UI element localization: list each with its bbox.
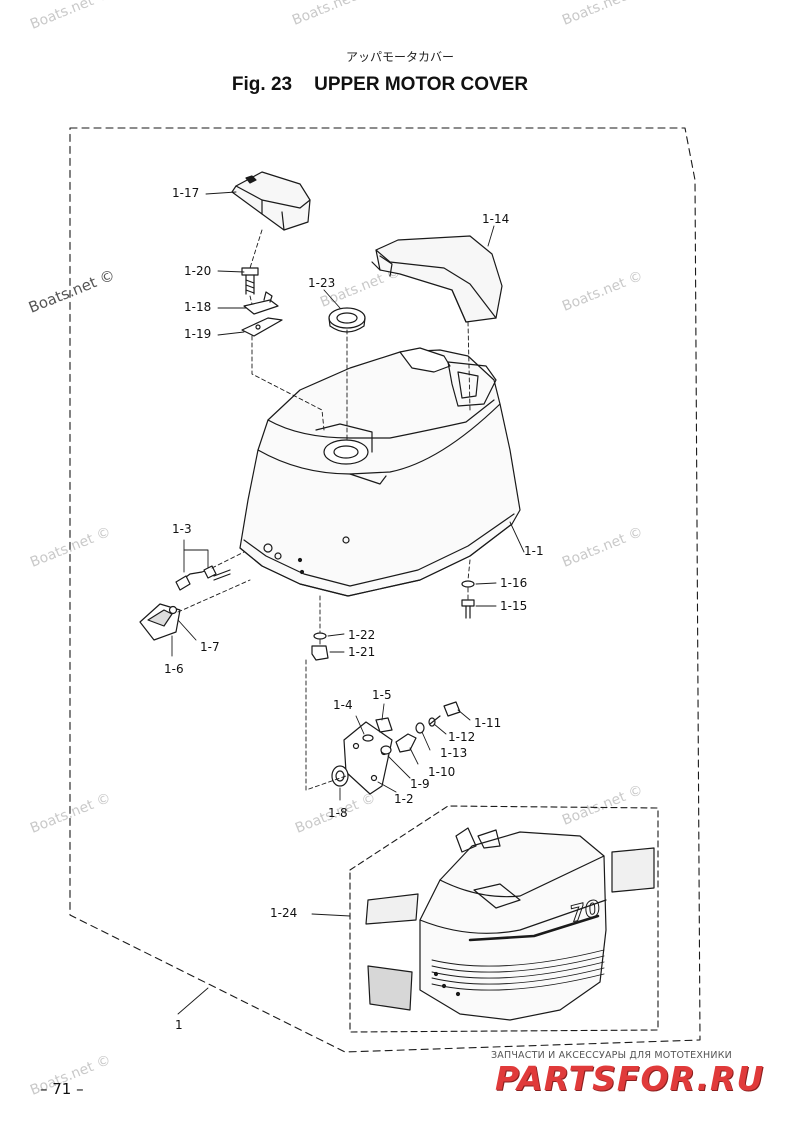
collar-1-9 bbox=[380, 745, 392, 755]
assembly-guide-lines bbox=[177, 229, 471, 791]
callout-1-4: 1-4 bbox=[333, 698, 353, 712]
callout-1-16: 1-16 bbox=[500, 576, 528, 590]
callout-1-11: 1-11 bbox=[474, 716, 502, 730]
washer-1-4 bbox=[362, 734, 374, 742]
latch-1-18 bbox=[243, 291, 279, 315]
handle-1-6 bbox=[139, 603, 181, 641]
callout-1-1: 1-1 bbox=[524, 544, 544, 558]
figure-name: UPPER MOTOR COVER bbox=[314, 74, 529, 95]
callout-1-9: 1-9 bbox=[410, 777, 430, 791]
assembly-boundary bbox=[69, 127, 701, 1053]
washer-1-13 bbox=[415, 722, 425, 734]
washer-1-7 bbox=[168, 605, 178, 615]
callout-1-6: 1-6 bbox=[164, 662, 184, 676]
callout-1-17: 1-17 bbox=[172, 186, 200, 200]
callout-1: 1 bbox=[175, 1018, 183, 1032]
callout-1-3: 1-3 bbox=[172, 522, 192, 536]
plate-1-19 bbox=[241, 317, 283, 337]
grommet-1-23 bbox=[328, 307, 366, 333]
large-cover-cap-1-14 bbox=[371, 235, 503, 323]
callout-1-10: 1-10 bbox=[428, 765, 456, 779]
callout-1-22: 1-22 bbox=[348, 628, 376, 642]
figure-title: Fig. 23 UPPER MOTOR COVER bbox=[0, 74, 760, 96]
callout-1-5: 1-5 bbox=[372, 688, 392, 702]
callout-1-14: 1-14 bbox=[482, 212, 510, 226]
callout-1-21: 1-21 bbox=[348, 645, 376, 659]
callout-1-24: 1-24 bbox=[270, 906, 298, 920]
shop-caption: ЗАПЧАСТИ И АКСЕССУАРЫ ДЛЯ МОТОТЕХНИКИ bbox=[491, 1050, 732, 1061]
small-cover-cap-1-17 bbox=[231, 171, 311, 231]
upper-motor-cover-1-1 bbox=[239, 347, 521, 597]
bolt-1-11 bbox=[429, 701, 461, 725]
page-number: – 71 – bbox=[40, 1080, 84, 1098]
ring-1-8 bbox=[331, 765, 349, 787]
washer-1-22 bbox=[313, 632, 327, 640]
bushing-1-5 bbox=[375, 717, 393, 733]
callout-leaders bbox=[171, 191, 525, 1015]
callout-1-18: 1-18 bbox=[184, 300, 212, 314]
screws-1-3 bbox=[175, 565, 231, 591]
decal-set-boundary bbox=[349, 805, 659, 1033]
callout-1-12: 1-12 bbox=[448, 730, 476, 744]
callout-1-7: 1-7 bbox=[200, 640, 220, 654]
screw-1-20 bbox=[241, 267, 259, 295]
washer-1-16 bbox=[461, 580, 475, 588]
callout-1-13: 1-13 bbox=[440, 746, 468, 760]
decal-cover-1-24 bbox=[365, 827, 655, 1021]
shop-logo: PARTSFOR.RU bbox=[495, 1059, 765, 1098]
lever-1-10 bbox=[395, 733, 417, 753]
callout-1-2: 1-2 bbox=[394, 792, 414, 806]
callout-1-23: 1-23 bbox=[308, 276, 336, 290]
latch-bracket-1-2 bbox=[343, 721, 393, 795]
callout-1-19: 1-19 bbox=[184, 327, 212, 341]
figure-number: Fig. 23 bbox=[231, 74, 293, 95]
japanese-title: アッパモータカバー bbox=[345, 50, 454, 64]
bolt-1-15 bbox=[461, 599, 475, 619]
callout-1-15: 1-15 bbox=[500, 599, 528, 613]
callout-1-8: 1-8 bbox=[328, 806, 348, 820]
callout-1-20: 1-20 bbox=[184, 264, 212, 278]
nut-1-21 bbox=[311, 645, 329, 661]
